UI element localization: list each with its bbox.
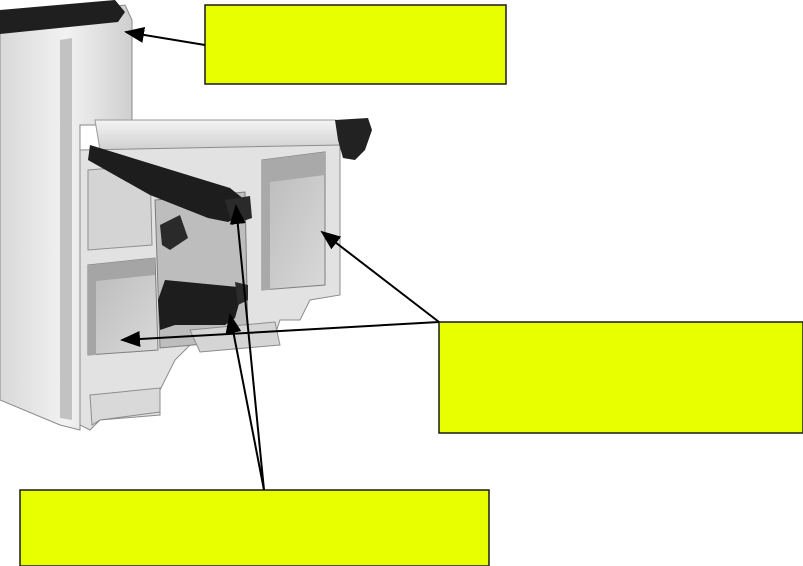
top-rail-seal-gasket: [0, 0, 125, 34]
upper-thermal-strip: [88, 145, 245, 222]
left-chamber-shadow: [88, 258, 155, 355]
label-thermal-break-text: [20, 490, 489, 566]
frame-foot-left: [89, 387, 161, 426]
label-box-thermal-break: [19, 489, 490, 566]
right-chamber-shadow: [262, 152, 325, 290]
lower-thermal-strip: [158, 280, 240, 330]
label-box-chambers: [438, 321, 803, 434]
arrow-to-top-seal: [124, 27, 206, 46]
arrow-to-lower-thermal-strip: [225, 313, 265, 491]
upper-thermal-strip-foot: [160, 215, 188, 250]
aluminum-window-profile: [0, 0, 372, 431]
label-chambers-text: [439, 322, 803, 433]
arrow-to-left-chamber: [120, 321, 440, 347]
leader-lines: [120, 27, 440, 491]
label-seal-text: [205, 5, 506, 84]
upper-sash-rib: [60, 38, 72, 420]
arrow-to-right-chamber: [320, 230, 440, 323]
right-gasket: [335, 118, 372, 160]
arrow-to-upper-thermal-strip: [229, 204, 265, 491]
